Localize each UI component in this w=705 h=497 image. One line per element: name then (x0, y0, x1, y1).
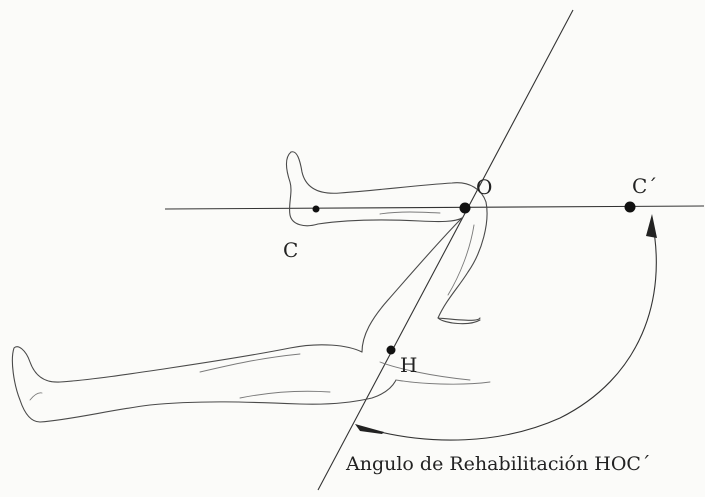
point-O-dot (460, 203, 471, 214)
horizontal-reference-line (165, 206, 704, 209)
diagram-caption: Angulo de Rehabilitación HOC´ (345, 453, 650, 475)
label-O: O (476, 175, 492, 199)
label-C-prime: C´ (632, 174, 657, 198)
point-C-dot (313, 206, 320, 213)
label-C: C (283, 238, 298, 262)
leg-sketch (12, 152, 490, 422)
arc-arrowhead-top (646, 214, 657, 238)
point-C-prime-dot (625, 202, 636, 213)
rotation-arc (372, 220, 656, 440)
arc-arrowhead-bottom (355, 424, 384, 434)
point-H-dot (387, 346, 396, 355)
femur-axis-line (318, 10, 573, 490)
label-H: H (400, 353, 417, 377)
